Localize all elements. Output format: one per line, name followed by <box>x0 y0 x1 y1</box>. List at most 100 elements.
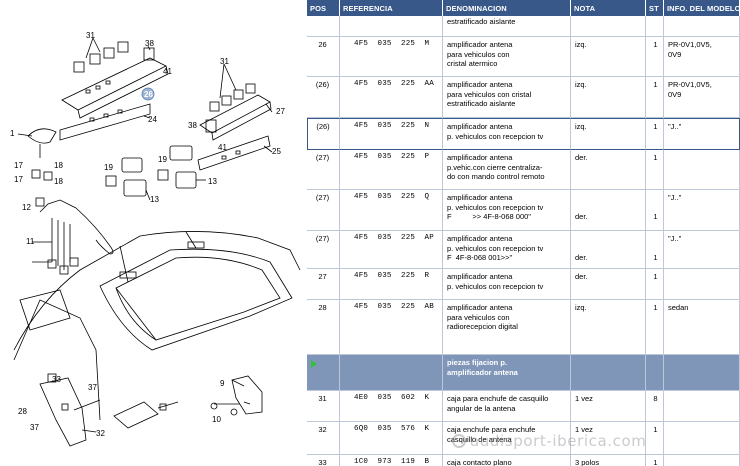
st-value: 1 <box>653 303 658 312</box>
st-cell: 1 <box>646 118 664 150</box>
pos-value: (27) <box>315 193 330 202</box>
pos-value: (27) <box>315 153 330 162</box>
ref-cell[interactable]: 4F5 035 225 AP <box>340 231 443 269</box>
modelo-line <box>668 153 736 163</box>
nota-cell: der. <box>571 269 646 300</box>
den-line: F >> 4F-8-068 000" <box>447 212 531 221</box>
ref-value: 4F5 035 225 M <box>354 40 430 48</box>
ref-cell[interactable]: 4F5 035 225 Q <box>340 190 443 231</box>
nota-value: der. <box>575 253 588 262</box>
parts-table: POS REFERENCIA DENOMINACION NOTA ST INFO… <box>307 0 740 466</box>
label-10: 10 <box>212 415 221 424</box>
modelo-line: "J.." <box>668 193 682 202</box>
col-header-nota[interactable]: NOTA <box>571 0 646 16</box>
modelo-line <box>668 272 736 282</box>
diagram-labels: 31 38 26 41 1 24 31 27 38 17 18 17 18 19… <box>10 31 285 438</box>
ref-value: 4F5 035 225 AP <box>354 234 434 242</box>
section-empty <box>646 355 664 391</box>
nota-value: der. <box>575 153 588 162</box>
section-marker-cell[interactable] <box>307 355 340 391</box>
den-line: para vehiculos con <box>447 312 510 322</box>
st-value: 1 <box>653 272 658 281</box>
col-header-den[interactable]: DENOMINACION <box>443 0 571 16</box>
col-header-pos[interactable]: POS <box>307 0 340 16</box>
modelo-cell: sedan <box>664 300 740 355</box>
den-line: caja para enchufe de casquillo <box>447 394 549 403</box>
pos-value: 33 <box>318 458 327 466</box>
modelo-cell: "J.." <box>664 118 740 150</box>
ref-cell[interactable]: 4F5 035 225 N <box>340 118 443 150</box>
pos-value: (26) <box>316 122 330 131</box>
nota-cell: izq. <box>571 37 646 77</box>
section-title-line: amplificador antena <box>447 367 518 377</box>
st-value: 1 <box>653 122 658 131</box>
nota-value: 1 vez <box>575 394 593 403</box>
ref-cell[interactable]: 6Q0 035 576 K <box>340 422 443 455</box>
expand-arrow-icon[interactable] <box>311 360 317 368</box>
label-41-right: 41 <box>218 143 227 152</box>
nota-cell: 1 vez <box>571 391 646 422</box>
ref-value: 4F5 035 225 Q <box>354 193 430 201</box>
col-header-st[interactable]: ST <box>646 0 664 16</box>
pos-cell: 26 <box>307 37 340 77</box>
den-line: p.vehic.con cierre centraliza- <box>447 162 543 172</box>
den-line: amplificador antena <box>447 122 513 131</box>
pos-cell: (27) <box>307 231 340 269</box>
den-line: p. vehiculos con recepcion tv <box>447 202 544 212</box>
ref-cell[interactable]: 4F5 035 225 AB <box>340 300 443 355</box>
modelo-line: 0V9 <box>668 89 682 99</box>
den-line: estratificado aislante <box>447 99 516 108</box>
ref-cell[interactable]: 4F5 035 225 R <box>340 269 443 300</box>
pos-value: 28 <box>318 303 327 312</box>
label-26: 26 <box>144 90 153 99</box>
den-line: amplificador antena <box>447 272 513 281</box>
ref-cell[interactable]: 4F5 035 225 AA <box>340 77 443 118</box>
table-row-continuation: estratificado aislante <box>307 16 740 37</box>
modelo-cell <box>664 422 740 455</box>
st-cell: 1 <box>646 422 664 455</box>
ref-cell[interactable]: 4F5 035 225 P <box>340 150 443 190</box>
pos-cell: 28 <box>307 300 340 355</box>
section-row[interactable]: piezas fijacion p.amplificador antena <box>307 355 740 391</box>
ref-cell[interactable]: 4F5 035 225 M <box>340 37 443 77</box>
label-18-a: 18 <box>54 161 63 170</box>
section-empty <box>571 355 646 391</box>
ref-value: 4F5 035 225 N <box>354 122 430 130</box>
label-24: 24 <box>148 115 157 124</box>
col-header-ref[interactable]: REFERENCIA <box>340 0 443 16</box>
nota-value: izq. <box>575 80 587 89</box>
nota-value: 3 polos <box>575 458 600 466</box>
nota-cell: 3 polos <box>571 455 646 466</box>
ref-value: 6Q0 035 576 K <box>354 425 430 433</box>
col-header-modelo[interactable]: INFO. DEL MODELO <box>664 0 740 16</box>
modelo-line: "J.." <box>668 234 682 243</box>
modelo-line <box>668 458 736 466</box>
parts-table-panel: POS REFERENCIA DENOMINACION NOTA ST INFO… <box>307 0 740 466</box>
st-value: 1 <box>653 80 658 89</box>
label-9: 9 <box>220 379 225 388</box>
section-title-line: piezas fijacion p. <box>447 358 508 367</box>
ref-cell[interactable]: 1C0 973 119 B <box>340 455 443 466</box>
den-line: p. vehiculos con recepcion tv <box>447 281 544 291</box>
pos-cell: (27) <box>307 150 340 190</box>
den-line: radiorecepcion digital <box>447 322 518 331</box>
ref-cell[interactable]: 4E0 035 602 K <box>340 391 443 422</box>
modelo-line: sedan <box>668 303 689 312</box>
modelo-line: PR-0V1,0V5, <box>668 80 712 89</box>
den-cell: caja contacto plano <box>443 455 571 466</box>
den-line: para vehiculos con <box>447 49 510 59</box>
